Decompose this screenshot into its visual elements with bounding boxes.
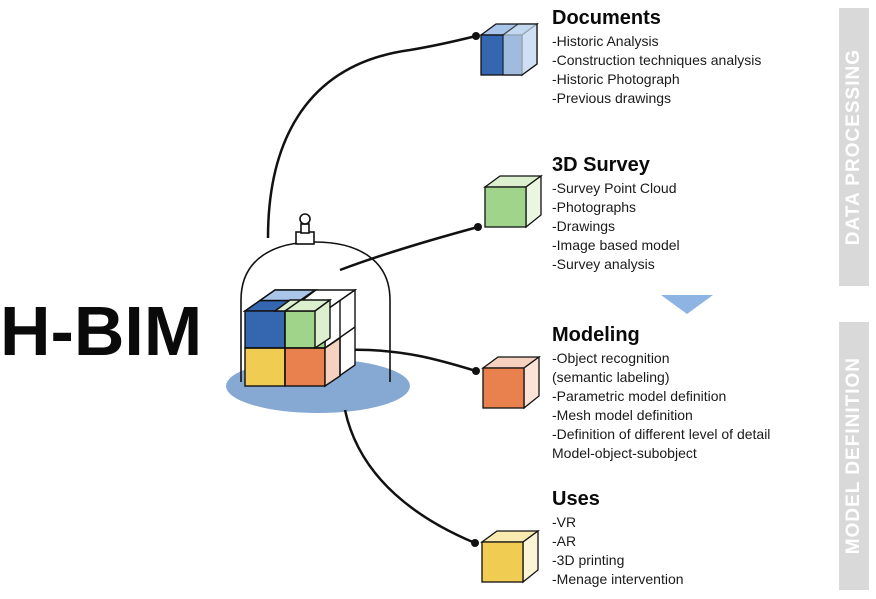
list-item: -Survey Point Cloud [552,180,677,196]
down-arrow [661,295,713,314]
modeling-cube [481,355,541,410]
list-item: -Photographs [552,199,637,215]
list-item: -VR [552,514,577,530]
list-item: -Parametric model definition [552,388,727,404]
list-item: -Drawings [552,218,616,234]
list-item: -AR [552,533,577,549]
data-processing-label: DATA PROCESSING [843,48,864,246]
documents-cube [479,22,539,77]
survey-cube [483,174,543,229]
bell-jar [240,213,391,382]
section-heading: Uses [552,488,600,510]
list-item: -Mesh model definition [552,407,693,423]
list-item: -Construction techniques analysis [552,52,762,68]
hbim-cube [242,288,358,388]
connector-dot-modeling [472,367,480,375]
list-item: -Menage intervention [552,571,684,587]
list-item: -Definition of different level of detail [552,426,771,442]
data-processing-bar: DATA PROCESSING [839,8,869,286]
connector-dot-3d-survey [474,223,482,231]
list-item: -Image based model [552,237,680,253]
section-heading: Modeling [552,324,640,346]
section-heading: Documents [552,7,661,29]
uses-cube [480,529,540,584]
model-definition-label: MODEL DEFINITION [843,357,864,555]
connector-documents [266,34,477,239]
connector-dot-uses [471,539,479,547]
list-item: -Object recognition [552,350,670,366]
connector-modeling [344,348,477,373]
section-uses: Uses -VR -AR -3D printing -Menage interv… [552,489,684,589]
hbim-title: H-BIM [0,292,203,370]
list-item: (semantic labeling) [552,369,670,385]
connector-3d-survey [339,225,479,272]
connector-uses [343,409,476,545]
connectors [266,34,479,545]
list-item: -Previous drawings [552,90,672,106]
list-item: -Survey analysis [552,256,655,272]
list-item: -Historic Photograph [552,71,680,87]
list-item: Model-object-subobject [552,445,697,461]
section-3d-survey: 3D Survey -Survey Point Cloud -Photograp… [552,155,680,274]
connector-dot-documents [472,32,480,40]
section-heading: 3D Survey [552,154,650,176]
list-item: -Historic Analysis [552,33,659,49]
model-definition-bar: MODEL DEFINITION [839,322,869,590]
section-modeling: Modeling -Object recognition (semantic l… [552,325,770,463]
section-documents: Documents -Historic Analysis -Constructi… [552,8,761,108]
list-item: -3D printing [552,552,625,568]
